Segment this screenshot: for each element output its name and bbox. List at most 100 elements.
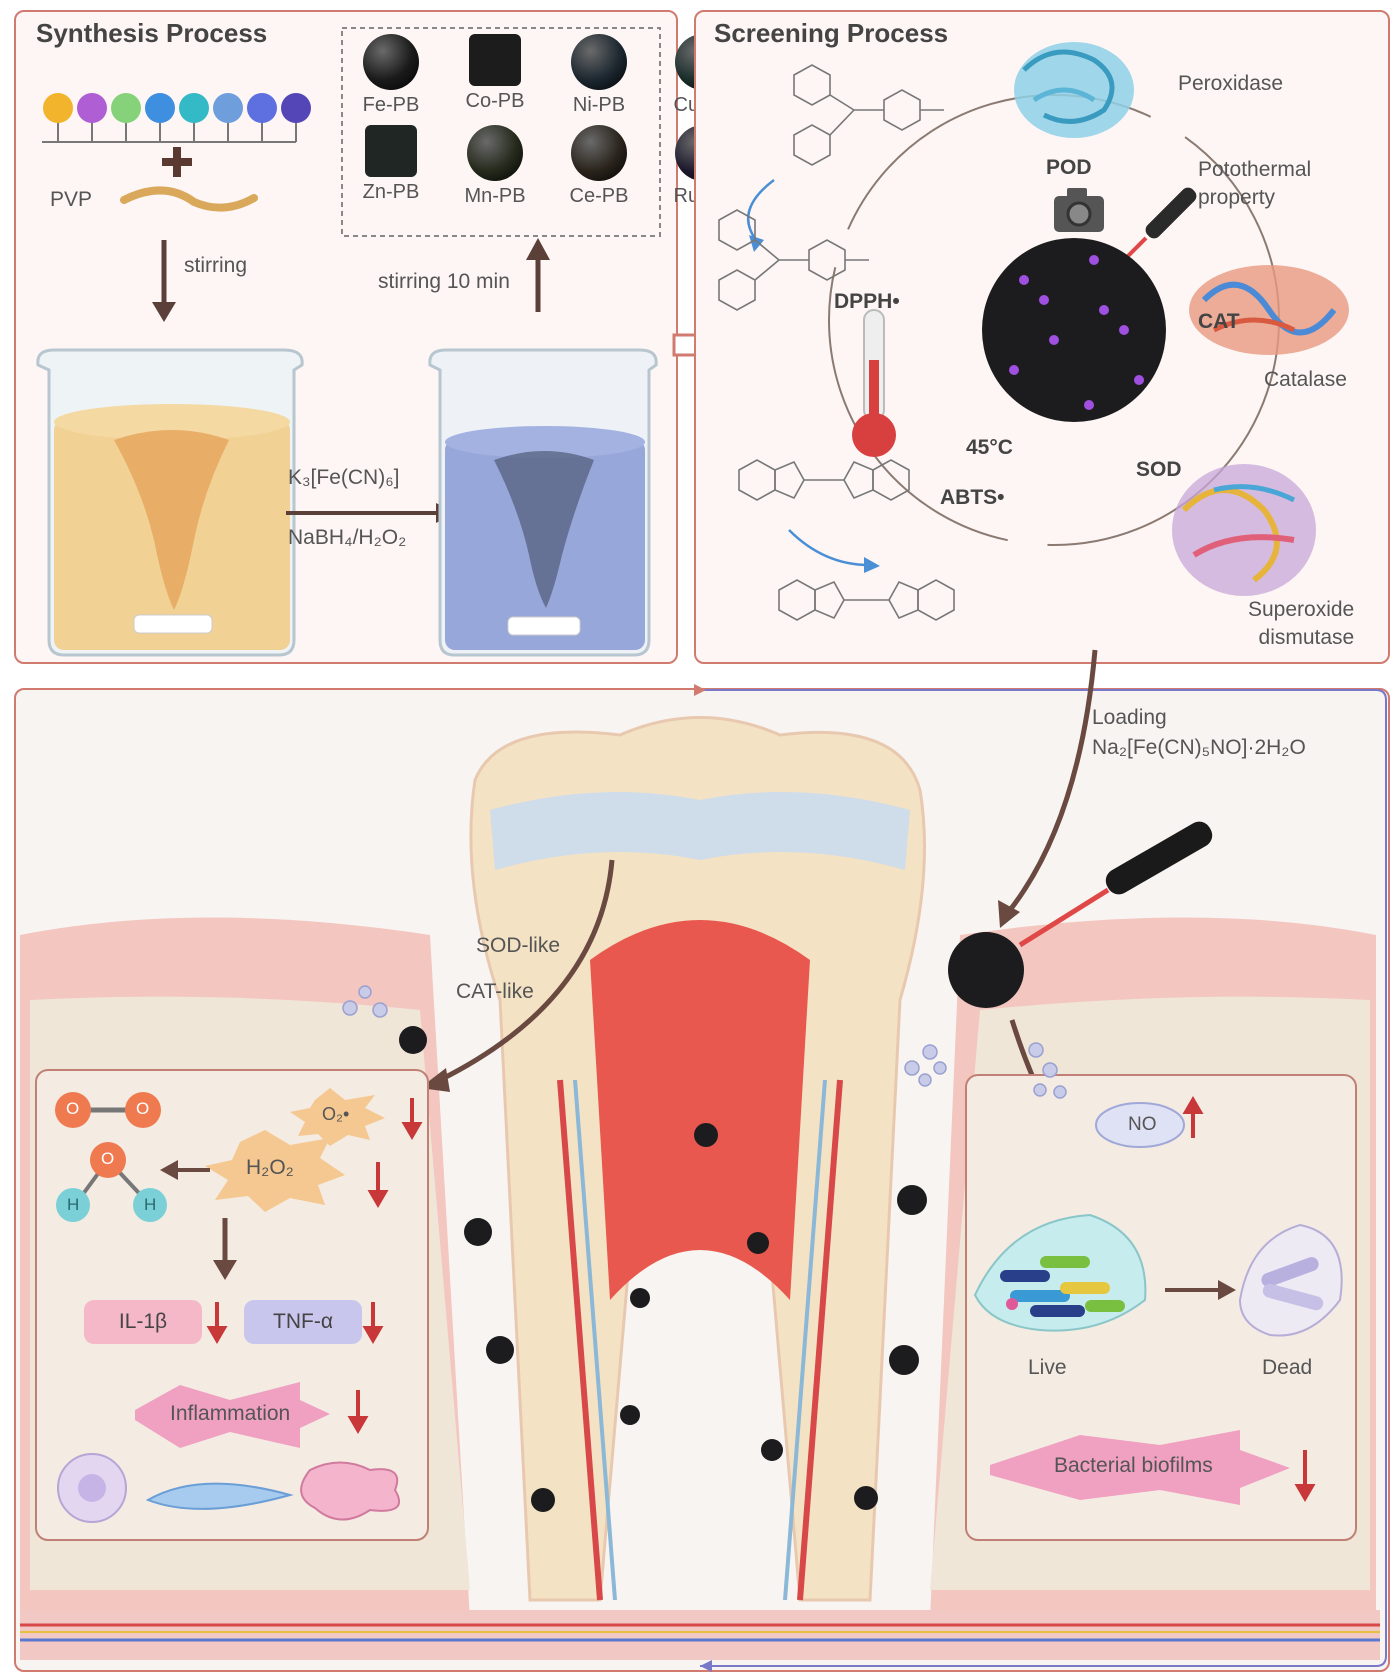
inflammation-label: Inflammation [170, 1402, 291, 1425]
sphere-nanoparticle-icon [467, 125, 523, 181]
abts-molecule [738, 459, 910, 501]
pb-nanoparticle-item: Zn-PB [350, 125, 432, 208]
metal-ion-icon [111, 93, 141, 123]
nanoparticle-dots [399, 1026, 927, 1512]
water-h-label: H [67, 1195, 80, 1214]
arrow-down-icon [152, 302, 176, 322]
temperature-label: 45°C [966, 436, 1013, 459]
superoxide-label: Superoxide dismutase [1248, 598, 1355, 649]
sod-protein-icon [1172, 464, 1316, 596]
tnfa-badge: TNF-α [244, 1300, 362, 1344]
pb-nanoparticle-label: Ce-PB [569, 185, 629, 207]
tooth-illustration [469, 716, 926, 1602]
pvp-polymer-icon [120, 186, 258, 212]
cube-nanoparticle-icon [469, 34, 521, 86]
pb-nanoparticle-label: Fe-PB [362, 94, 420, 116]
no-label: NO [1128, 1114, 1157, 1135]
inflammation-burst [135, 1382, 330, 1448]
abts-label: ABTS• [940, 486, 1005, 509]
stem-cell-icon [300, 1461, 401, 1521]
reagent-nabh4: NaBH₄/H₂O₂ [288, 526, 407, 549]
catalase-label: Catalase [1264, 368, 1347, 391]
synthesis-title: Synthesis Process [36, 18, 268, 48]
oxygen-atom-label-2: O [136, 1099, 150, 1118]
stirring10-label: stirring 10 min [378, 270, 510, 293]
photothermal-label: Potothermal property [1198, 158, 1312, 209]
pb-nanoparticle-item: Co-PB [454, 34, 536, 117]
peroxidase-label: Peroxidase [1178, 72, 1284, 95]
superoxide-label-o2: O₂• [322, 1104, 350, 1124]
reagent-k3fecn6: K₃[Fe(CN)₆] [288, 466, 400, 489]
dead-biofilm-icon [1238, 1223, 1343, 1337]
water-molecule-icon [56, 1142, 167, 1222]
metal-ion-icon [281, 93, 311, 123]
dpph-molecule [793, 64, 944, 166]
water-o-label: O [101, 1149, 115, 1168]
h2o2-label: H₂O₂ [246, 1156, 294, 1179]
arrow-loading-icon [998, 900, 1020, 928]
h2o2-burst [205, 1130, 345, 1212]
pb-nanoparticle-label: Zn-PB [362, 181, 420, 203]
pb-nanoparticle-loaded-icon [948, 932, 1024, 1008]
pb-nanoparticle-item: Fe-PB [350, 34, 432, 117]
loading-compound-label: Na₂[Fe(CN)₅NO]·2H₂O [1092, 736, 1306, 759]
biofilms-label: Bacterial biofilms [1054, 1454, 1213, 1477]
abts-reduced-molecule [778, 579, 955, 621]
water-h-label-2: H [144, 1195, 157, 1214]
metal-ion-icon [145, 93, 175, 123]
peroxidase-protein-icon [1014, 42, 1134, 138]
catalase-protein-icon [1189, 265, 1349, 355]
live-label: Live [1028, 1356, 1067, 1379]
arrow-up-icon [526, 238, 550, 260]
oxygen-atom-label: O [66, 1099, 80, 1118]
beaker-orange [36, 348, 304, 657]
metal-ion-icon [247, 93, 277, 123]
camera-icon [1054, 188, 1104, 232]
metal-ion-icon [179, 93, 209, 123]
arrow-to-cytokines-icon [213, 1260, 237, 1280]
metal-ion-icon [213, 93, 243, 123]
pb-nanoparticle-item: Mn-PB [454, 125, 536, 208]
live-biofilm-icon [973, 1213, 1147, 1332]
cat-label: CAT [1198, 310, 1240, 333]
thermometer-icon [852, 309, 896, 457]
no-molecule-icon [1095, 1102, 1185, 1148]
pvp-label: PVP [50, 188, 93, 211]
il1b-badge: IL-1β [84, 1300, 202, 1344]
sphere-nanoparticle-icon [571, 125, 627, 181]
pb-nanoparticle-label: Ni-PB [572, 94, 626, 116]
pb-nanoparticle-label: Co-PB [465, 90, 525, 112]
sod-like-label: SOD-like [476, 934, 561, 957]
stirring-label: stirring [184, 254, 248, 277]
pod-label: POD [1046, 156, 1092, 179]
pb-nanoparticle-item: Ce-PB [558, 125, 640, 208]
pb-nanoparticle-label: Mn-PB [464, 185, 526, 207]
biofilm-burst [990, 1430, 1290, 1505]
cat-like-label: CAT-like [456, 980, 534, 1003]
pb-nanoparticle-item: Ni-PB [558, 34, 640, 117]
sphere-nanoparticle-icon [363, 34, 419, 90]
dpph-label: DPPH• [834, 290, 900, 313]
screening-diagram [718, 42, 1349, 621]
pb-dashed-box [341, 27, 661, 237]
loading-label: Loading [1092, 706, 1167, 729]
cube-nanoparticle-icon [365, 125, 417, 177]
pb-nanoparticle-large-icon [982, 238, 1166, 422]
synthesis-diagram [36, 27, 661, 657]
screening-title: Screening Process [714, 18, 949, 48]
metal-ion-icon [77, 93, 107, 123]
sod-label: SOD [1136, 458, 1182, 481]
antibacterial-box [965, 1074, 1357, 1541]
superoxide-burst [290, 1088, 385, 1146]
sphere-nanoparticle-icon [571, 34, 627, 90]
dead-label: Dead [1262, 1356, 1313, 1379]
dpph-h-molecule [718, 209, 869, 311]
laser-pen-therapy-icon [1018, 821, 1213, 948]
beaker-blue [428, 348, 658, 657]
oxygen-molecule-icon [55, 1092, 161, 1128]
arrow-to-water-icon [160, 1160, 178, 1180]
arrow-live-dead-icon [1218, 1280, 1236, 1300]
fibroblast-cell-icon [145, 1482, 294, 1510]
metal-ion-icon [43, 93, 73, 123]
